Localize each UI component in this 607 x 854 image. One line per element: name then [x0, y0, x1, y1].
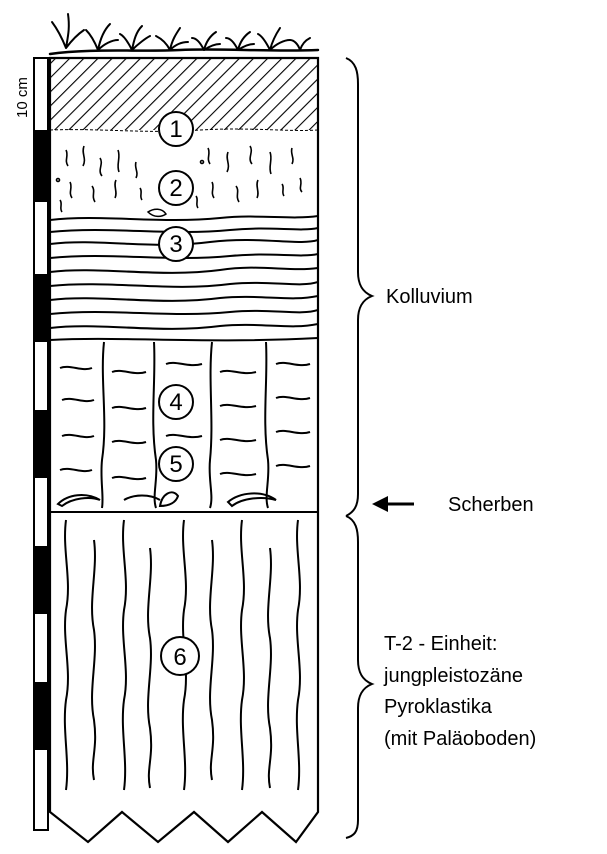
shards [58, 492, 276, 506]
scale-bar: 10 cm [14, 58, 48, 830]
layer-number: 1 [169, 116, 182, 143]
layer-marker-2: 2 [159, 171, 193, 205]
layer-4-texture [50, 338, 318, 508]
t2-brace [346, 516, 372, 838]
t2-label-line4: (mit Paläoboden) [384, 728, 536, 750]
t2-label-line1: T-2 - Einheit: [384, 633, 497, 655]
layer-marker-6: 6 [161, 637, 199, 675]
scherben-label: Scherben [448, 494, 534, 516]
layer-marker-4: 4 [159, 385, 193, 419]
layer-number: 3 [169, 231, 182, 258]
kolluvium-brace [346, 58, 372, 516]
layer-marker-1: 1 [159, 112, 193, 146]
layer-number: 5 [169, 451, 182, 478]
left-arrow-icon [372, 496, 414, 512]
t2-label-line2: jungpleistozäne [383, 665, 523, 687]
layer-marker-3: 3 [159, 227, 193, 261]
layer-number: 4 [169, 389, 182, 416]
vegetation-icon [50, 14, 318, 54]
layer-marker-5: 5 [159, 447, 193, 481]
layer-number: 6 [173, 644, 186, 671]
scale-label: 10 cm [14, 77, 31, 118]
t2-label-line3: Pyroklastika [384, 696, 493, 718]
layer-markers: 1 2 3 4 5 6 [159, 112, 199, 675]
kolluvium-label: Kolluvium [386, 286, 473, 308]
layer-number: 2 [169, 175, 182, 202]
